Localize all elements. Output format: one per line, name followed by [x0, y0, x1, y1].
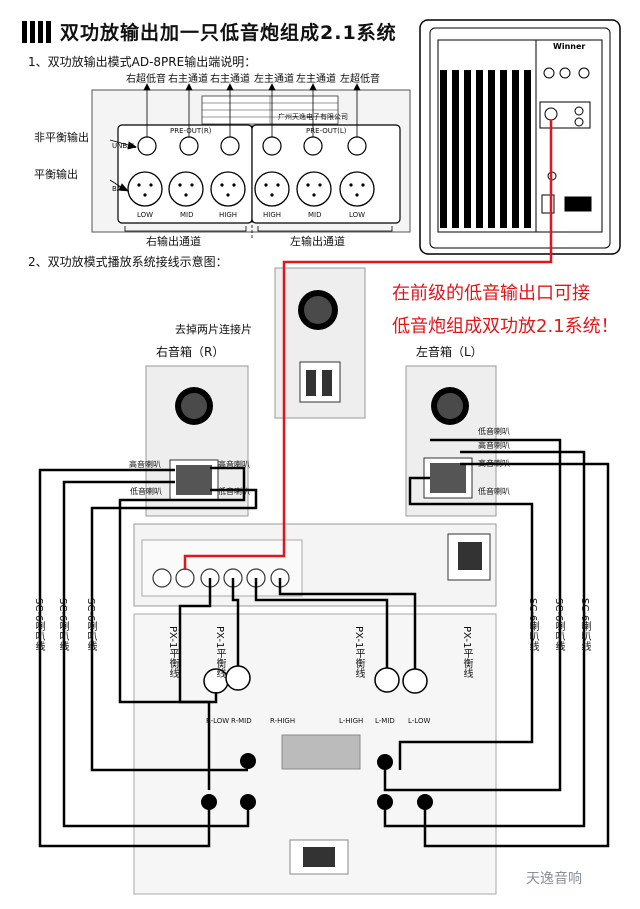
plate-company: 广州天逸电子有限公司: [278, 113, 348, 121]
subwoofer-rear-panel: [419, 19, 621, 255]
title-bar: 双功放输出加一只低音炮组成2.1系统: [22, 18, 397, 45]
panel-label-4: 左主通道: [254, 74, 294, 85]
preout-r-label: PRE-OUT(R): [170, 127, 212, 135]
panel-bottom-6: LOW: [349, 211, 366, 219]
page-title: 双功放输出加一只低音炮组成2.1系统: [60, 22, 397, 44]
right-high-label-b: 高音喇叭: [218, 460, 250, 469]
note-line-2: 低音炮组成双功放2.1系统！: [392, 316, 619, 337]
px1-label-4: PX-1平衡线: [461, 626, 472, 679]
left-term-label-3: 高音喇叭: [478, 459, 510, 468]
preamp-rear-panel: [133, 523, 497, 607]
panel-bottom-4: HIGH: [263, 211, 282, 219]
px1-label-2: PX-1平衡线: [214, 626, 225, 679]
right-channel-label: 右输出通道: [146, 235, 201, 248]
left-term-label-2: 高音喇叭: [478, 441, 510, 450]
amp-label-5: L-MID: [375, 717, 395, 725]
left-channel-label: 左输出通道: [290, 235, 345, 248]
sc6-label-3: SC-6喇叭线: [85, 598, 96, 652]
left-speaker: [405, 365, 497, 517]
sc6-label-1: SC-6喇叭线: [33, 598, 44, 652]
left-term-label-4: 低音喇叭: [478, 487, 510, 496]
right-low-label-b: 低音喇叭: [218, 487, 250, 496]
preout-l-label: PRE-OUT(L): [306, 127, 347, 135]
subwoofer-wire: [183, 120, 553, 570]
px1-label-3: PX-1平衡线: [353, 626, 364, 679]
power-amp-panel: [133, 613, 497, 895]
panel-bottom-1: LOW: [137, 211, 154, 219]
panel-label-5: 左主通道: [296, 74, 336, 85]
sc6-label-4: SC-6喇叭线: [527, 598, 538, 652]
amp-label-6: L-LOW: [408, 717, 431, 725]
sc6-label-6: SC-6喇叭线: [579, 598, 590, 652]
note-line-1: 在前级的低音输出口可接: [392, 283, 590, 304]
amp-label-4: L-HIGH: [339, 717, 364, 725]
right-speaker-label: 右音箱（R）: [156, 345, 225, 359]
sub-brand: Winner: [553, 42, 586, 51]
panel-bottom-5: MID: [308, 211, 322, 219]
panel-label-3: 右主通道: [210, 74, 250, 85]
ad8pre-rear-panel: [91, 83, 411, 238]
panel-bottom-2: MID: [180, 211, 194, 219]
bal-label: BAL: [112, 185, 126, 193]
left-term-label-1: 低音喇叭: [478, 427, 510, 436]
panel-label-6: 左超低音: [340, 74, 380, 85]
balanced-output-label: 平衡输出: [34, 168, 78, 181]
panel-label-2: 右主通道: [168, 74, 208, 85]
sc6-label-5: SC-6喇叭线: [553, 598, 564, 652]
panel-bottom-3: HIGH: [219, 211, 238, 219]
right-low-label-a: 低音喇叭: [130, 487, 162, 496]
panel-label-1: 右超低音: [126, 74, 166, 85]
sc6-label-2: SC-6喇叭线: [57, 598, 68, 652]
speaker-wires: [38, 438, 610, 848]
center-speaker: [274, 267, 366, 419]
watermark: 天逸音响: [526, 871, 582, 887]
unbal-label: UNBAL: [112, 142, 136, 150]
amp-label-3: R-HIGH: [270, 717, 296, 725]
section-2-heading: 2、双功放模式播放系统接线示意图：: [28, 255, 228, 269]
amp-label-1: R-LOW: [206, 717, 230, 725]
unbalanced-output-label: 非平衡输出: [34, 131, 89, 144]
amp-label-2: R-MID: [231, 717, 252, 725]
left-speaker-label: 左音箱（L）: [416, 345, 483, 359]
right-high-label-a: 高音喇叭: [129, 460, 161, 469]
remove-jumper-label: 去掉两片连接片: [175, 323, 252, 336]
px1-label-1: PX-1平衡线: [167, 626, 178, 679]
section-1-heading: 1、双功放输出模式AD-8PRE输出端说明：: [28, 55, 257, 69]
